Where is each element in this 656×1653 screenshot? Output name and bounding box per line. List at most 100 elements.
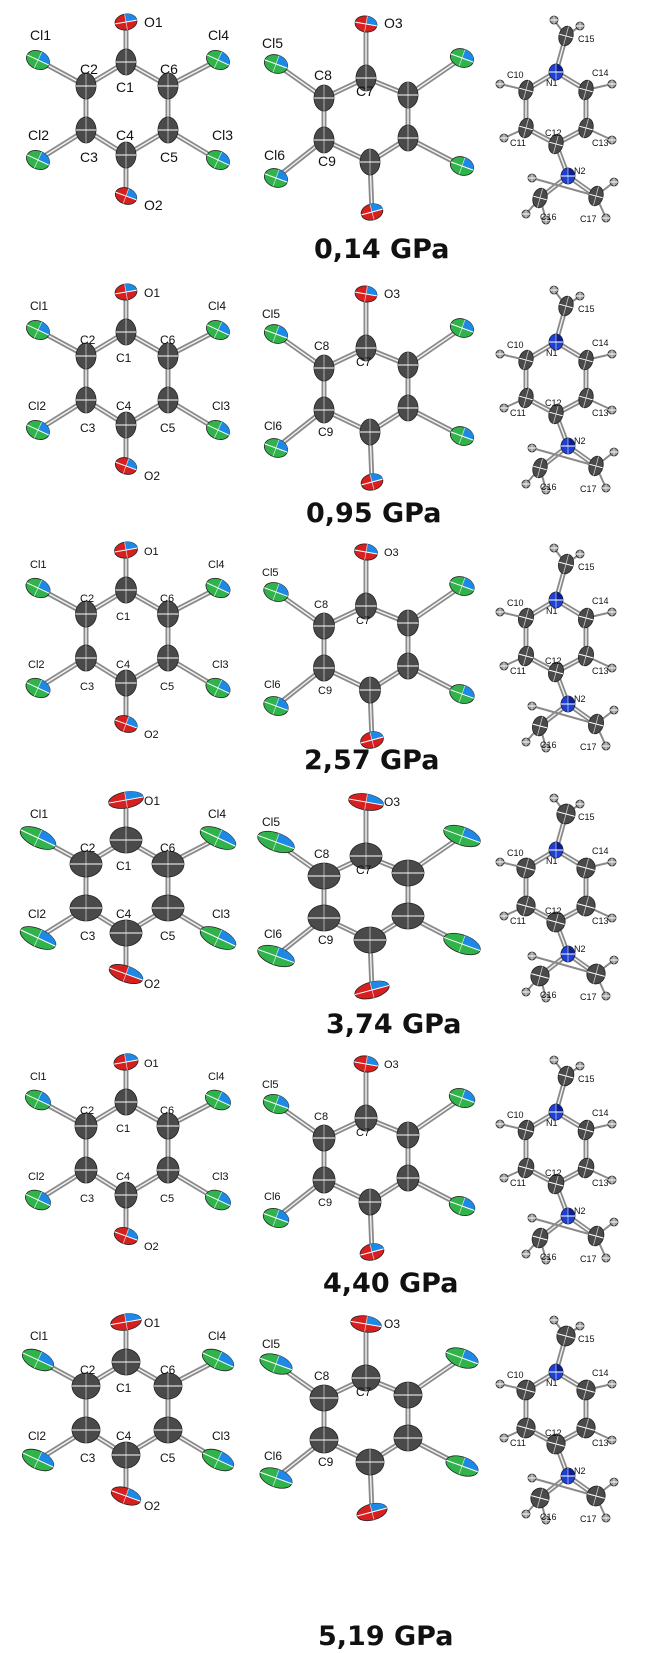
atom-C17 — [588, 713, 604, 735]
atom-H3 — [495, 607, 505, 617]
atom-Cl8 — [449, 426, 475, 446]
label-cl4: Cl4 — [208, 559, 225, 571]
atom-H5 — [499, 133, 509, 143]
label-c3: C3 — [80, 681, 94, 693]
atom-C7 — [351, 1364, 381, 1392]
atom-Cl4 — [206, 49, 230, 71]
atom-C11r — [396, 1164, 420, 1192]
atom-C4 — [115, 411, 137, 439]
atom-C2 — [75, 342, 97, 370]
label-c13: C13 — [592, 408, 609, 418]
atom-H7 — [521, 987, 531, 997]
atom-Cl5 — [259, 1353, 293, 1375]
label-cl6: Cl6 — [264, 1449, 282, 1463]
label-c1: C1 — [116, 611, 130, 623]
atom-C6 — [157, 342, 179, 370]
label-c15: C15 — [578, 1074, 595, 1084]
label-c8: C8 — [314, 67, 332, 83]
label-cl4: Cl4 — [208, 1071, 225, 1083]
label-cl5: Cl5 — [262, 1337, 280, 1351]
label-c14: C14 — [592, 68, 609, 78]
atom-C15 — [558, 25, 574, 47]
label-c15: C15 — [578, 304, 595, 314]
atom-C6 — [153, 1372, 183, 1400]
label-c11: C11 — [510, 408, 526, 418]
label-c16: C16 — [540, 990, 557, 1000]
atom-C12 — [547, 1173, 565, 1195]
atom-H2 — [575, 1321, 585, 1331]
label-n1: N1 — [546, 78, 558, 88]
atom-Cl8 — [443, 932, 481, 956]
atom-C16 — [530, 1487, 550, 1509]
label-cl4: Cl4 — [208, 299, 226, 313]
label-o2: O2 — [144, 1241, 159, 1253]
label-c12: C12 — [545, 656, 562, 666]
label-cl3: Cl3 — [212, 1171, 229, 1183]
atom-C1 — [115, 318, 137, 346]
atom-Cl4 — [199, 826, 237, 850]
label-c5: C5 — [160, 421, 176, 435]
atom-C15 — [556, 1325, 576, 1347]
label-cl1: Cl1 — [30, 1329, 48, 1343]
atom-Cl8 — [445, 1455, 479, 1477]
atom-C11 — [516, 895, 536, 917]
atom-C1 — [109, 826, 143, 854]
label-c2: C2 — [80, 1363, 96, 1377]
atom-C10 — [516, 857, 536, 879]
label-o3: O3 — [384, 1317, 400, 1331]
atom-H11 — [527, 443, 537, 453]
label-n2: N2 — [574, 1206, 586, 1216]
atom-C12r — [359, 148, 381, 176]
atom-C9 — [312, 1166, 336, 1194]
atom-C16 — [531, 1227, 549, 1249]
atom-H6 — [607, 1175, 617, 1185]
label-c15: C15 — [578, 34, 595, 44]
atom-H3 — [495, 1119, 505, 1129]
atom-C7 — [355, 64, 377, 92]
atom-O4 — [360, 203, 384, 221]
label-c13: C13 — [592, 1438, 609, 1448]
atom-C16 — [532, 187, 548, 209]
label-c12: C12 — [545, 128, 562, 138]
label-c7: C7 — [356, 863, 372, 877]
atom-C15 — [558, 295, 574, 317]
label-cl3: Cl3 — [212, 127, 233, 143]
label-n2: N2 — [574, 436, 586, 446]
atom-H4 — [607, 1379, 617, 1389]
atom-Cl2 — [19, 926, 57, 950]
label-c3: C3 — [80, 929, 96, 943]
atom-H2 — [575, 1061, 585, 1071]
label-cl2: Cl2 — [28, 399, 46, 413]
label-c4: C4 — [116, 659, 130, 671]
label-cl5: Cl5 — [262, 567, 279, 579]
label-n1: N1 — [546, 606, 558, 616]
atom-H5 — [499, 1173, 509, 1183]
panel-4: Cl1C2C1O1C6Cl4Cl2C3C4C5Cl3O2Cl5C8C7O3Cl6… — [19, 791, 619, 1040]
label-cl3: Cl3 — [212, 659, 229, 671]
label-c5: C5 — [160, 929, 176, 943]
atom-Cl2 — [26, 149, 50, 171]
atom-O1 — [114, 283, 138, 301]
panel-3: Cl1C2C1O1C6Cl4Cl2C3C4C5Cl3O2Cl5C8C7O3Cl6… — [25, 541, 619, 776]
atom-C17 — [587, 1225, 605, 1247]
atom-C10r — [397, 351, 419, 379]
atom-C14 — [578, 607, 594, 629]
label-o2: O2 — [144, 729, 159, 741]
label-o3: O3 — [384, 1059, 399, 1071]
atom-C16 — [532, 715, 548, 737]
atom-C17 — [588, 185, 604, 207]
label-n2: N2 — [574, 694, 586, 704]
label-c3: C3 — [80, 1193, 94, 1205]
label-c3: C3 — [80, 149, 98, 165]
atom-C10 — [518, 79, 534, 101]
label-cl6: Cl6 — [264, 679, 281, 691]
atom-H3 — [495, 79, 505, 89]
atom-O1 — [114, 541, 138, 559]
atom-Cl2 — [25, 677, 51, 699]
label-c11: C11 — [510, 666, 526, 676]
atom-C12r — [355, 1448, 385, 1476]
label-c7: C7 — [356, 83, 374, 99]
atom-C12r — [353, 926, 387, 954]
